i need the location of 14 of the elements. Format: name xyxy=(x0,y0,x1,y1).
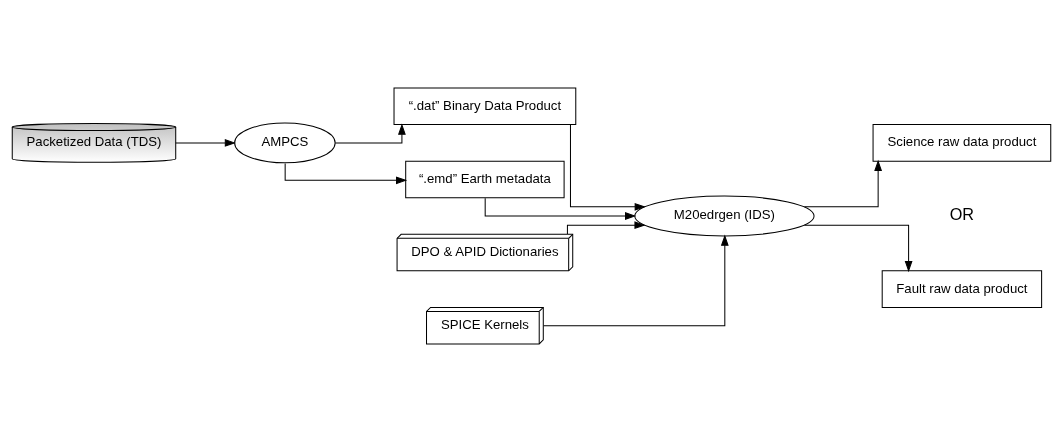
node-ellipse: AMPCS xyxy=(234,121,336,163)
arrow xyxy=(175,138,236,147)
node-box: “.emd” Earth metadata xyxy=(405,160,565,198)
arrow xyxy=(803,224,913,272)
label: OR xyxy=(949,204,975,223)
node-box: “.dat” Binary Data Product xyxy=(393,87,577,125)
node-box: Fault raw data product xyxy=(881,269,1043,308)
arrow xyxy=(284,162,408,184)
arrow xyxy=(803,159,883,207)
arrow xyxy=(569,123,646,211)
node-box: Science raw data product xyxy=(872,123,1052,162)
arrow xyxy=(334,123,406,143)
arrow xyxy=(484,197,637,220)
arrow xyxy=(566,220,646,235)
